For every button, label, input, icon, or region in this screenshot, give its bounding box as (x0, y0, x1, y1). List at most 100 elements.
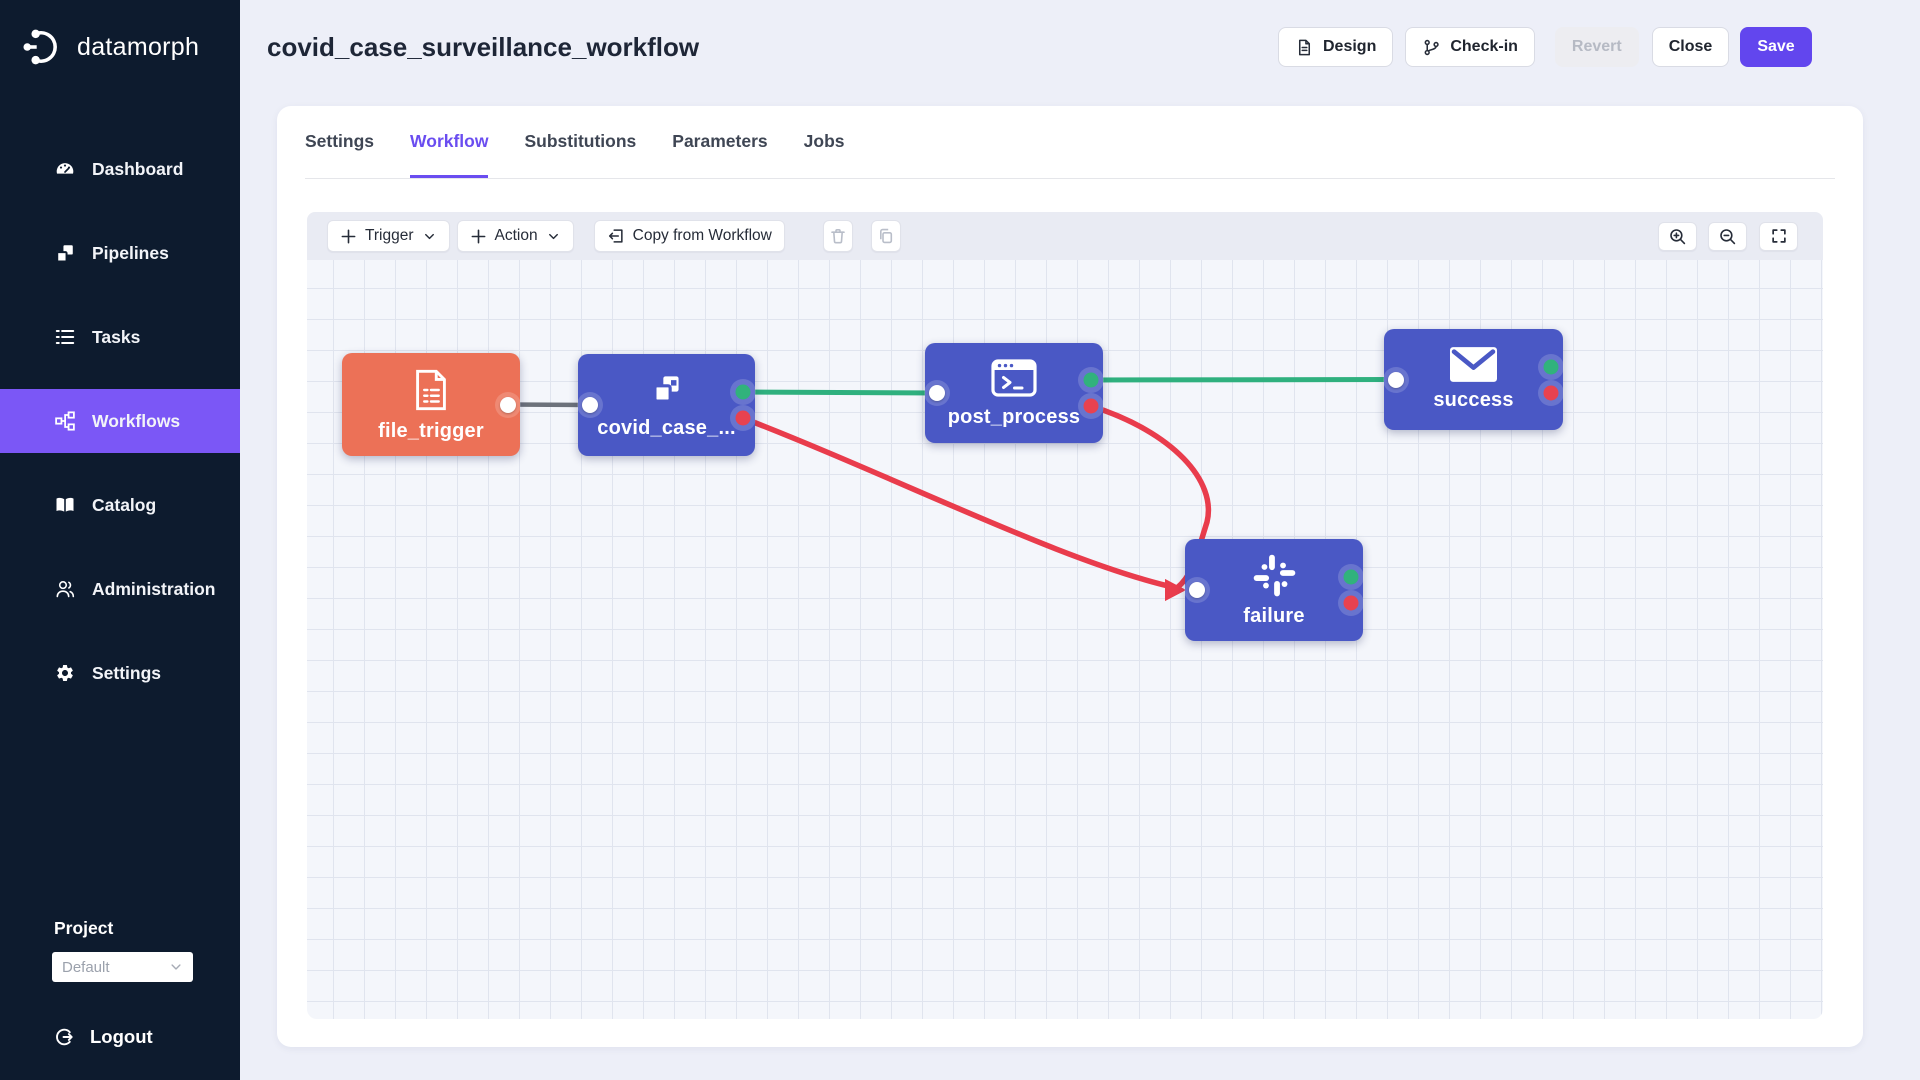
canvas-toolbar: Trigger Action Copy from Workflow (307, 212, 1823, 260)
brand-logo-icon (22, 26, 64, 68)
success-output-port[interactable] (1338, 564, 1364, 590)
tasks-icon (55, 327, 75, 347)
node-label: file_trigger (378, 419, 484, 442)
add-action-button[interactable]: Action (456, 220, 574, 252)
success-output-port[interactable] (1538, 353, 1564, 380)
delete-node-button[interactable] (822, 220, 853, 252)
success-output-port[interactable] (1078, 367, 1104, 393)
node-label: covid_case_... (597, 417, 736, 439)
pipeline-icon (646, 370, 688, 410)
duplicate-node-button[interactable] (870, 220, 901, 252)
input-port[interactable] (577, 392, 603, 418)
sidebar-item-pipelines[interactable]: Pipelines (0, 221, 240, 285)
revert-button[interactable]: Revert (1554, 27, 1639, 67)
logout-button[interactable]: Logout (54, 1026, 153, 1048)
trash-icon (829, 227, 847, 245)
gauge-icon (55, 159, 75, 179)
button-label: Design (1323, 38, 1377, 55)
tab-workflow[interactable]: Workflow (410, 106, 489, 179)
failure-output-port[interactable] (1538, 379, 1564, 406)
button-label: Revert (1571, 38, 1622, 55)
zoom-in-button[interactable] (1658, 221, 1697, 251)
close-button[interactable]: Close (1651, 27, 1730, 67)
sidebar-item-label: Dashboard (92, 158, 184, 179)
project-select-value: Default (62, 958, 110, 976)
administration-icon (55, 579, 75, 599)
input-port[interactable] (1383, 366, 1409, 393)
tab-substitutions[interactable]: Substitutions (524, 131, 637, 151)
logout-icon (54, 1027, 74, 1047)
button-label: Check-in (1450, 38, 1518, 55)
settings-icon (55, 663, 75, 683)
sidebar: datamorph Dashboard Pipelines Tasks Work… (0, 0, 240, 1080)
sidebar-item-catalog[interactable]: Catalog (0, 473, 240, 537)
chevron-down-icon (422, 229, 437, 244)
failure-output-port[interactable] (1078, 393, 1104, 419)
zoom-out-icon (1718, 227, 1737, 246)
output-port[interactable] (495, 391, 521, 418)
sidebar-item-tasks[interactable]: Tasks (0, 305, 240, 369)
terminal-icon (989, 357, 1039, 399)
check-in-button[interactable]: Check-in (1405, 27, 1535, 67)
file-document-icon (408, 367, 454, 413)
design-button[interactable]: Design (1278, 27, 1394, 67)
page-title: covid_case_surveillance_workflow (267, 32, 700, 62)
project-label: Project (54, 918, 114, 938)
workflow-node-failure[interactable]: failure (1184, 539, 1364, 641)
sidebar-item-settings[interactable]: Settings (0, 641, 240, 705)
input-port[interactable] (1184, 577, 1210, 603)
chevron-down-icon (546, 229, 561, 244)
brand-logo: datamorph (0, 0, 240, 68)
button-label: Close (1668, 38, 1713, 55)
import-icon (607, 227, 625, 245)
workflow-node-success[interactable]: success (1383, 329, 1564, 430)
tab-jobs[interactable]: Jobs (803, 131, 845, 151)
sidebar-item-label: Tasks (92, 326, 141, 347)
workflow-node-post_process[interactable]: post_process (924, 343, 1104, 443)
sidebar-item-administration[interactable]: Administration (0, 557, 240, 621)
tab-divider (305, 178, 1835, 179)
node-label: post_process (947, 406, 1081, 428)
sidebar-item-label: Workflows (92, 410, 181, 431)
fullscreen-button[interactable] (1759, 221, 1798, 251)
sidebar-item-dashboard[interactable]: Dashboard (0, 137, 240, 201)
fullscreen-icon (1770, 227, 1788, 245)
tab-settings[interactable]: Settings (305, 131, 375, 151)
logout-label: Logout (90, 1026, 153, 1047)
git-branch-icon (1422, 38, 1441, 57)
zoom-out-button[interactable] (1708, 221, 1747, 251)
workflow-card: Settings Workflow Substitutions Parameters J… (277, 106, 1863, 1047)
failure-output-port[interactable] (1338, 590, 1364, 616)
node-label: success (1433, 389, 1514, 411)
failure-output-port[interactable] (730, 405, 756, 431)
brand-name: datamorph (77, 32, 200, 61)
catalog-icon (55, 495, 75, 515)
sidebar-nav: Dashboard Pipelines Tasks Workflows Cata… (0, 137, 240, 705)
design-doc-icon (1295, 38, 1314, 57)
save-button[interactable]: Save (1740, 27, 1812, 67)
sidebar-item-label: Administration (92, 578, 216, 599)
input-port[interactable] (924, 380, 950, 406)
tab-parameters[interactable]: Parameters (672, 131, 768, 151)
project-section: Project Default (52, 918, 193, 982)
pipelines-icon (55, 243, 75, 263)
header-actions: Design Check-in Revert Close Save (1278, 27, 1812, 67)
sidebar-item-label: Pipelines (92, 242, 169, 263)
button-label: Save (1757, 38, 1795, 55)
tab-bar: Settings Workflow Substitutions Parameters J… (305, 106, 845, 179)
plus-icon (340, 228, 357, 245)
workflow-node-covid_case[interactable]: covid_case_... (577, 354, 756, 456)
plus-icon (470, 228, 487, 245)
copy-from-workflow-button[interactable]: Copy from Workflow (593, 220, 785, 252)
sidebar-item-workflows[interactable]: Workflows (0, 389, 240, 453)
workflow-canvas[interactable]: file_trigger covid_case_... post_process… (307, 260, 1823, 1019)
success-output-port[interactable] (730, 379, 756, 405)
envelope-icon (1450, 347, 1497, 382)
workflow-node-file_trigger[interactable]: file_trigger (342, 353, 521, 456)
add-trigger-button[interactable]: Trigger (327, 220, 450, 252)
slack-icon (1252, 553, 1297, 598)
workflows-icon (55, 411, 75, 431)
project-select[interactable]: Default (52, 952, 193, 982)
chevron-down-icon (169, 960, 183, 974)
copy-icon (877, 227, 895, 245)
